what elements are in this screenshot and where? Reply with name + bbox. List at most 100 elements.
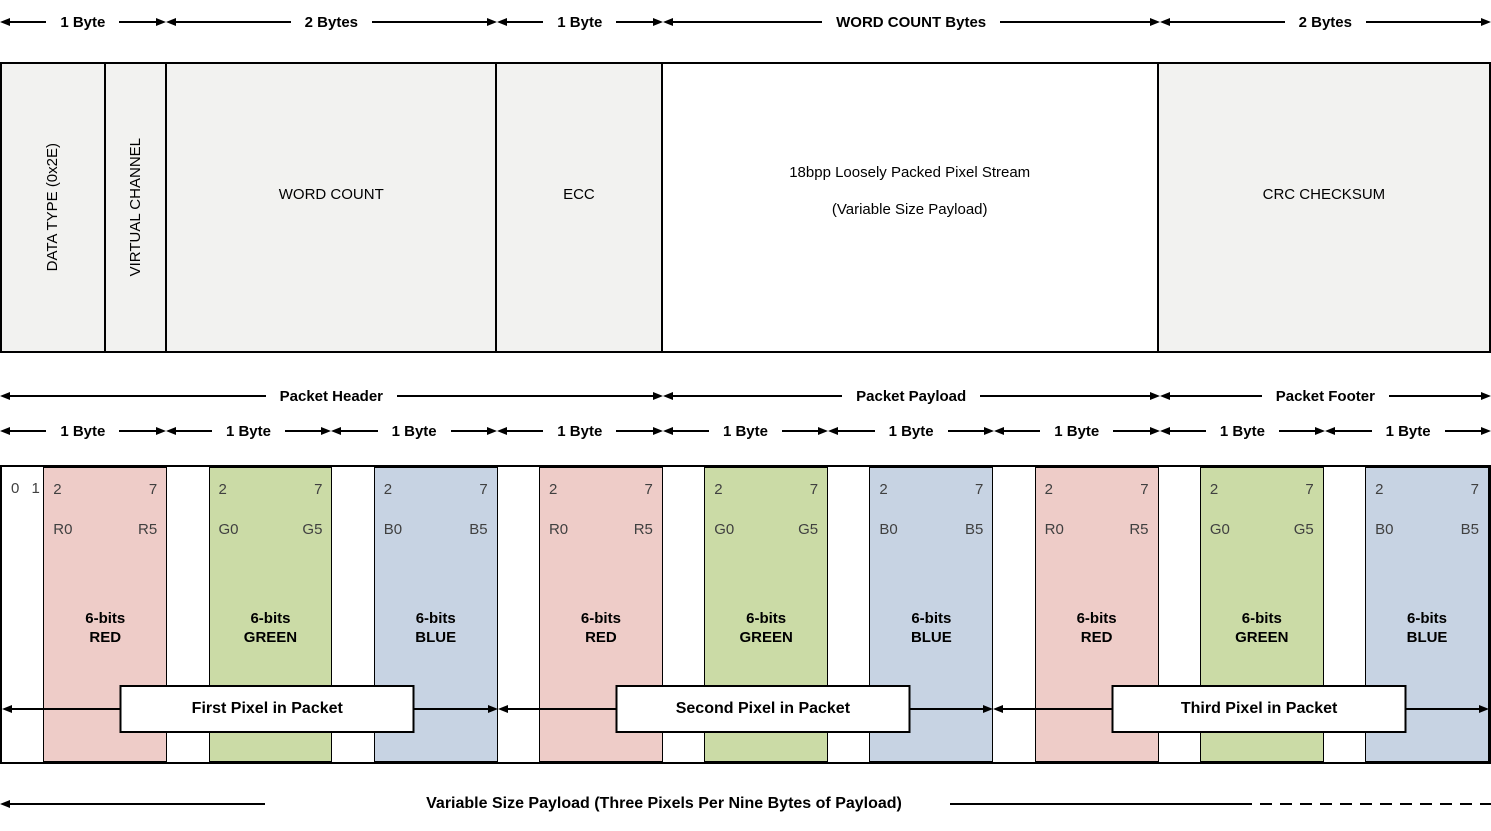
ecc-label: ECC — [563, 186, 595, 203]
arrow-line — [119, 21, 156, 23]
arrow-right-icon — [1315, 427, 1326, 435]
packet-footer-arrow: Packet Footer — [1159, 386, 1491, 406]
bit-start: 2 — [383, 481, 393, 498]
field-color: BLUE — [1406, 629, 1448, 646]
arrow-left-icon — [828, 427, 839, 435]
arrow-line — [506, 21, 544, 23]
data-type-label: DATA TYPE (0x2E) — [44, 143, 62, 272]
arrow-right-icon — [1149, 427, 1160, 435]
bit-end: 7 — [644, 481, 653, 498]
bit-end: 7 — [974, 481, 984, 498]
field-color: RED — [89, 629, 122, 646]
payload-label-line2: (Variable Size Payload) — [831, 200, 988, 218]
one-byte-arrow: 1 Byte — [828, 421, 994, 441]
arrow-line — [397, 395, 653, 397]
field-size: 6-bits — [1241, 610, 1282, 627]
cell-ecc: ECC — [497, 64, 663, 351]
field-color: BLUE — [415, 629, 457, 646]
byte-width-arrow: 2 Bytes — [165, 12, 497, 32]
byte-width-label: 1 Byte — [557, 13, 603, 31]
sig-end: G5 — [1293, 521, 1314, 538]
one-byte-arrow: 1 Byte — [165, 421, 332, 441]
bit-end: 7 — [1140, 481, 1149, 498]
arrow-line — [672, 395, 843, 397]
arrow-left-icon — [0, 427, 10, 435]
arrow-left-icon — [0, 18, 10, 26]
bottom-left-arrow — [0, 796, 265, 812]
bit-end: 7 — [809, 481, 819, 498]
cell-data-type: DATA TYPE (0x2E) — [2, 64, 106, 351]
arrow-line — [672, 430, 709, 432]
field-size: 6-bits — [250, 610, 291, 627]
bit-start: 2 — [1209, 481, 1219, 498]
field-color: RED — [1080, 629, 1113, 646]
bit-end: 7 — [479, 481, 488, 498]
word-count-label: WORD COUNT — [278, 186, 384, 203]
field-size: 6-bits — [1407, 610, 1448, 627]
virtual-channel-label: VIRTUAL CHANNEL — [126, 138, 144, 277]
arrow-left-icon — [496, 18, 507, 26]
bit-start: 2 — [714, 481, 723, 498]
arrow-right-icon — [652, 427, 663, 435]
cell-pixel-stream-payload: 18bpp Loosely Packed Pixel Stream (Varia… — [662, 64, 1159, 351]
arrow-left-icon — [662, 392, 673, 400]
byte-width-arrow: WORD COUNT Bytes — [662, 12, 1160, 32]
sig-start: B0 — [1375, 521, 1394, 538]
sig-end: B5 — [469, 521, 488, 538]
third-pixel-label: Third Pixel in Packet — [1180, 700, 1338, 717]
arrow-left-icon — [662, 18, 673, 26]
arrow-right-icon — [487, 705, 498, 713]
field-color: GREEN — [739, 629, 793, 646]
sig-start: G0 — [714, 521, 735, 538]
arrow-left-icon — [165, 427, 176, 435]
bit-start: 2 — [218, 481, 227, 498]
top-byte-width-arrows: 1 Byte 2 Bytes 1 Byte WORD COUNT Bytes 2… — [0, 12, 1491, 32]
arrow-left-icon — [165, 18, 176, 26]
bit-end: 7 — [314, 481, 323, 498]
third-pixel-label-box: Third Pixel in Packet — [1111, 685, 1407, 733]
one-byte-arrow: 1 Byte — [496, 421, 663, 441]
arrow-line — [1169, 21, 1285, 23]
byte-width-arrow: 1 Byte — [0, 12, 166, 32]
arrow-right-icon — [652, 392, 663, 400]
field-color: RED — [585, 629, 617, 646]
arrow-line — [450, 430, 487, 432]
arrow-line — [1003, 430, 1041, 432]
byte-width-label: 1 Byte — [60, 13, 106, 31]
sig-end: G5 — [302, 521, 323, 538]
arrow-right-icon — [1149, 392, 1160, 400]
one-byte-label: 1 Byte — [391, 422, 437, 440]
byte-width-label: 2 Bytes — [304, 13, 359, 31]
one-byte-label: 1 Byte — [60, 422, 106, 440]
arrow-line — [1000, 21, 1150, 23]
arrow-line — [10, 395, 266, 397]
bottom-right-line — [950, 803, 1240, 805]
packet-structure-table: DATA TYPE (0x2E) VIRTUAL CHANNEL WORD CO… — [0, 62, 1491, 353]
arrow-right-icon — [652, 18, 663, 26]
arrow-left-icon — [496, 427, 507, 435]
one-byte-arrow: 1 Byte — [662, 421, 829, 441]
payload-byte-arrows: 1 Byte 1 Byte 1 Byte 1 Byte 1 Byte 1 Byt… — [0, 421, 1491, 441]
sig-start: R0 — [53, 521, 73, 538]
arrow-line — [616, 21, 653, 23]
arrow-line — [1169, 395, 1262, 397]
field-size: 6-bits — [415, 610, 456, 627]
arrow-line — [980, 395, 1150, 397]
arrow-left-icon — [993, 427, 1004, 435]
arrow-right-icon — [321, 427, 332, 435]
packet-payload-label: Packet Payload — [856, 387, 967, 405]
sig-end: B5 — [1460, 521, 1479, 538]
sig-end: R5 — [633, 521, 653, 538]
one-byte-arrow: 1 Byte — [331, 421, 497, 441]
bit-end: 7 — [148, 481, 158, 498]
packet-header-arrow: Packet Header — [0, 386, 663, 406]
arrow-left-icon — [497, 705, 508, 713]
packet-footer-label: Packet Footer — [1275, 387, 1375, 405]
arrow-right-icon — [1480, 392, 1491, 400]
first-pixel-label-box: First Pixel in Packet — [119, 685, 415, 733]
sig-start: R0 — [1044, 521, 1064, 538]
field-size: 6-bits — [85, 610, 126, 627]
packet-header-label: Packet Header — [279, 387, 384, 405]
